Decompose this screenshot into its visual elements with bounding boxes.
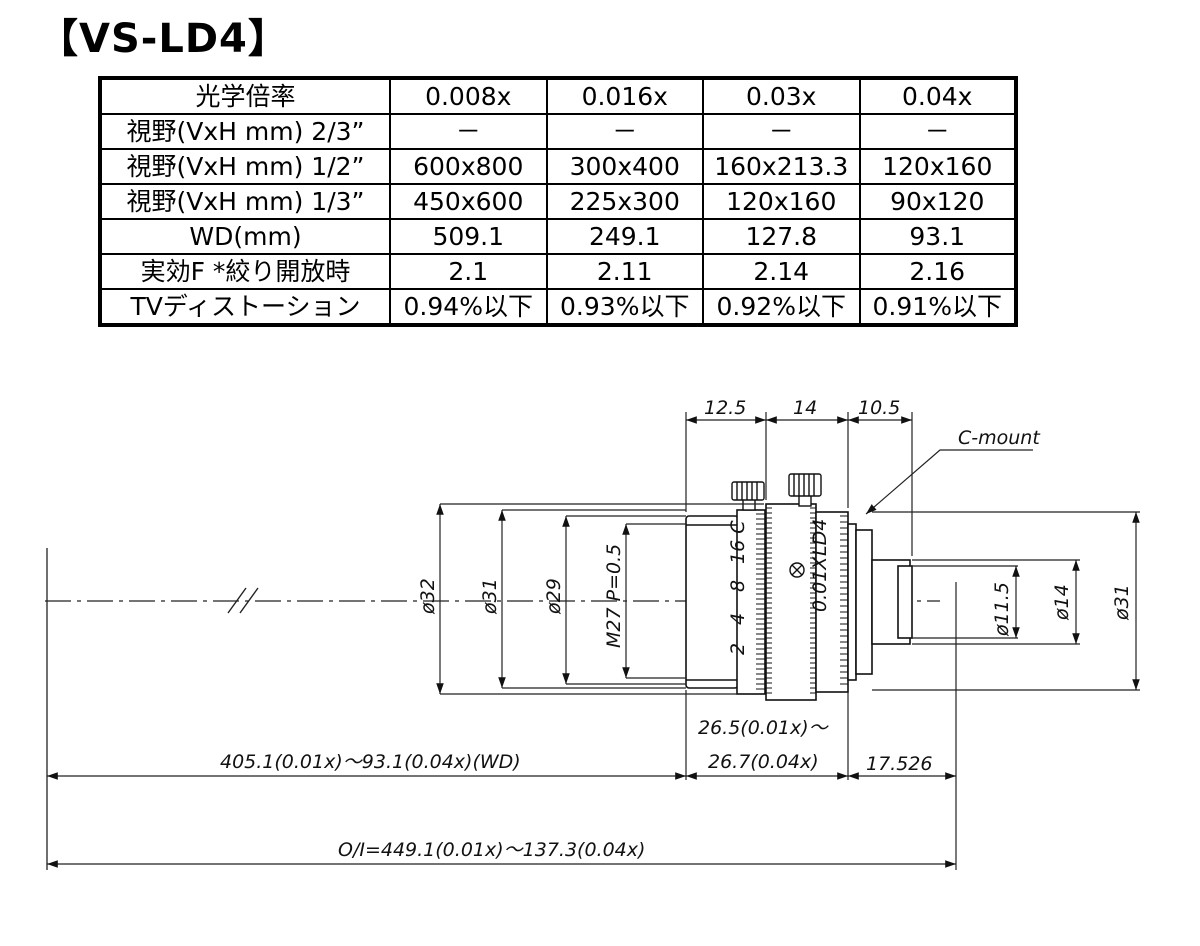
spec-cell: 249.1: [545, 218, 704, 255]
spec-cell: 0.92%以下: [702, 288, 861, 326]
spec-cell: －: [702, 113, 861, 150]
spec-cell: 2.1: [389, 253, 548, 290]
spec-cell: 225x300: [545, 183, 704, 220]
page-title: 【VS-LD4】: [38, 16, 289, 62]
spec-cell: 160x213.3: [702, 148, 861, 185]
spec-row-label: 視野(VxH mm) 1/2”: [99, 148, 391, 185]
spec-cell: 509.1: [389, 218, 548, 255]
spec-table-row: 視野(VxH mm) 2/3”－－－－: [99, 113, 1017, 150]
spec-cell: 120x160: [858, 148, 1017, 185]
lens-body: [685, 503, 913, 701]
spec-cell: 2.16: [858, 253, 1017, 290]
index-screw-icon: [789, 562, 805, 578]
lens-mark-model: LD4: [809, 519, 831, 556]
spec-cell: 0.04x: [858, 77, 1017, 115]
spec-cell: 0.008x: [389, 77, 548, 115]
spec-row-label: TVディストーション: [99, 288, 391, 326]
lock-screw-left: [731, 481, 765, 511]
dim-flange-back: 17.526: [866, 753, 932, 775]
spec-cell: 300x400: [545, 148, 704, 185]
spec-row-label: 実効F *絞り開放時: [99, 253, 391, 290]
spec-row-label: WD(mm): [99, 218, 391, 255]
axis-break-mark: [239, 587, 259, 614]
spec-row-label: 視野(VxH mm) 2/3”: [99, 113, 391, 150]
dim-lens-length-1: 26.5(0.01x)～: [698, 717, 830, 739]
axis-break-mark: [227, 587, 247, 614]
dim-dia-31-rear: ø31: [1111, 584, 1133, 621]
spec-cell: 2.14: [702, 253, 861, 290]
dim-lens-length-2: 26.7(0.04x): [708, 751, 819, 773]
spec-cell: －: [858, 113, 1017, 150]
spec-cell: 93.1: [858, 218, 1017, 255]
dim-dia-14: ø14: [1051, 584, 1073, 621]
spec-cell: 120x160: [702, 183, 861, 220]
spec-cell: －: [389, 113, 548, 150]
spec-cell: 450x600: [389, 183, 548, 220]
lens-mark-mag: 0.01X: [809, 556, 831, 612]
spec-cell: 0.91%以下: [858, 288, 1017, 326]
dim-dia-11-5: ø11.5: [991, 582, 1013, 637]
lens-mark-16c: 16 C: [727, 520, 749, 564]
dim-dia-32: ø32: [417, 578, 439, 615]
dim-ring-length: 14: [793, 397, 817, 419]
dim-front-length: 12.5: [704, 397, 746, 419]
lens-mark-4: 4: [727, 613, 749, 625]
dim-rear-length: 10.5: [858, 397, 900, 419]
c-mount-leader: [865, 449, 1033, 515]
lens-mark-2: 2: [727, 643, 749, 655]
spec-cell: 90x120: [858, 183, 1017, 220]
dim-dia-31-front: ø31: [479, 578, 501, 615]
spec-cell: 127.8: [702, 218, 861, 255]
spec-cell: 2.11: [545, 253, 704, 290]
lock-screw-right: [788, 473, 822, 507]
dim-thread-m27: M27 P=0.5: [603, 544, 625, 648]
spec-cell: 600x800: [389, 148, 548, 185]
dim-object-image-distance: O/I=449.1(0.01x)～137.3(0.04x): [338, 839, 645, 861]
ring-knurling: [756, 507, 848, 694]
spec-cell: 0.94%以下: [389, 288, 548, 326]
dim-dia-29: ø29: [543, 578, 565, 615]
spec-row-label: 光学倍率: [99, 77, 391, 115]
c-mount-label: C-mount: [958, 427, 1041, 449]
spec-cell: 0.03x: [702, 77, 861, 115]
spec-row-label: 視野(VxH mm) 1/3”: [99, 183, 391, 220]
spec-cell: 0.93%以下: [545, 288, 704, 326]
spec-cell: 0.016x: [545, 77, 704, 115]
lens-mark-8: 8: [727, 580, 749, 592]
dim-working-distance: 405.1(0.01x)～93.1(0.04x)(WD): [220, 751, 521, 773]
spec-cell: －: [545, 113, 704, 150]
